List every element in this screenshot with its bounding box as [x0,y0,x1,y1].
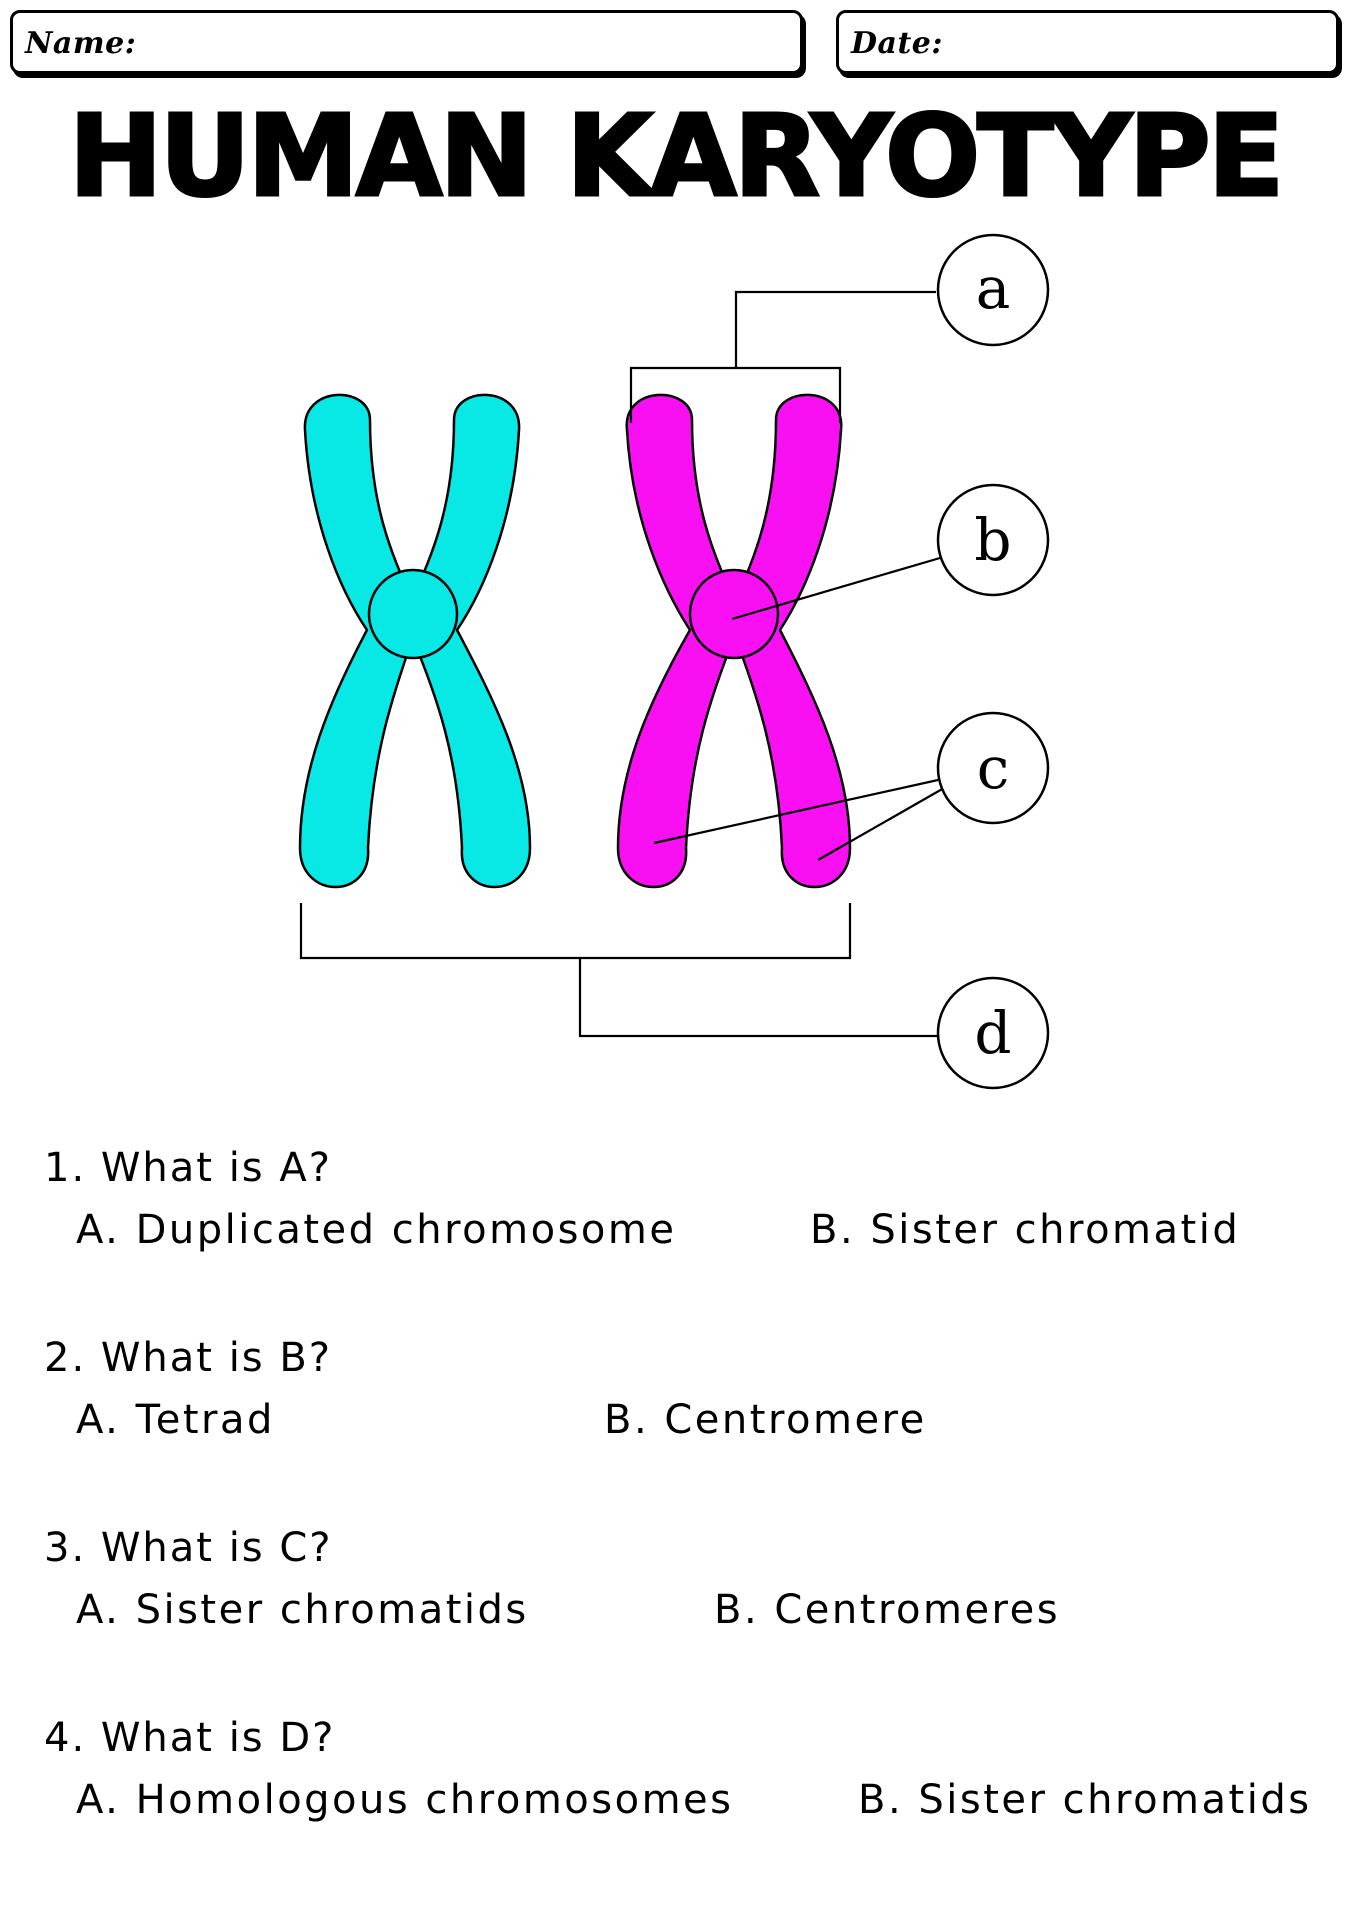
question-2: 2. What is B? [44,1335,333,1381]
chromosome-diagram: a b c d [298,233,1050,1090]
question-3-option-a[interactable]: A. Sister chromatids [76,1587,529,1633]
question-3-option-b[interactable]: B. Centromeres [714,1587,1061,1633]
right-centromere [688,568,780,660]
question-4-option-a[interactable]: A. Homologous chromosomes [76,1777,734,1823]
name-field[interactable]: Name: [10,10,803,74]
leader-a [734,290,936,368]
svg-text:c: c [977,734,1009,802]
leader-c2 [817,787,945,861]
question-2-option-a[interactable]: A. Tetrad [76,1397,275,1443]
label-c: c [936,711,1050,825]
question-4: 4. What is D? [44,1715,336,1761]
label-d: d [936,976,1050,1090]
bracket-d [299,903,852,960]
svg-text:b: b [974,506,1011,574]
left-centromere [367,568,459,660]
question-4-option-b[interactable]: B. Sister chromatids [858,1777,1312,1823]
question-2-option-b[interactable]: B. Centromere [604,1397,927,1443]
date-field[interactable]: Date: [836,10,1339,74]
question-1: 1. What is A? [44,1145,332,1191]
leader-lines [299,290,945,1038]
right-chromosome [616,393,852,889]
question-1-option-a[interactable]: A. Duplicated chromosome [76,1207,677,1253]
label-a: a [936,233,1050,347]
date-label: Date: [851,26,943,61]
question-3: 3. What is C? [44,1525,333,1571]
leader-d [578,958,938,1038]
leader-c1 [653,778,939,845]
name-label: Name: [25,26,137,61]
svg-text:d: d [974,999,1011,1067]
page-title: HUMAN KARYOTYPE [67,91,1286,224]
question-1-option-b[interactable]: B. Sister chromatid [810,1207,1241,1253]
label-b: b [936,483,1050,597]
left-chromosome [298,393,532,889]
svg-text:a: a [976,254,1011,322]
leader-b [731,556,941,621]
